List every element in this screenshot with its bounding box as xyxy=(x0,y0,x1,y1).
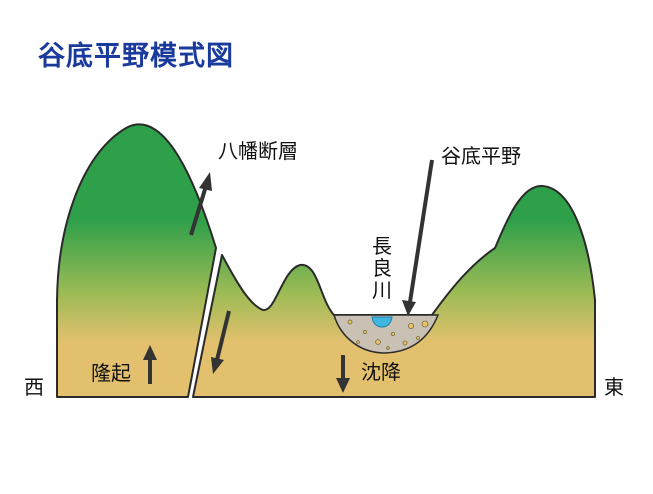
subsidence-arrow xyxy=(336,355,350,393)
fault-down-arrow xyxy=(211,310,231,374)
fault-uplift-arrow xyxy=(189,172,212,236)
uplift-arrow xyxy=(143,345,157,384)
west-label: 西 xyxy=(24,375,44,399)
west-mountain-block xyxy=(56,123,217,398)
uplift-label: 隆起 xyxy=(91,361,131,385)
east-label: 東 xyxy=(604,375,624,399)
valley-plain-pointer-arrow xyxy=(402,159,434,316)
sediment-pebbles xyxy=(347,319,429,350)
fault-label: 八幡断層 xyxy=(218,139,298,163)
subsidence-label: 沈降 xyxy=(361,360,401,384)
valley-plain-label: 谷底平野 xyxy=(441,144,521,168)
river-label: 長良川 xyxy=(372,234,392,302)
east-land-block xyxy=(192,184,596,398)
river-water xyxy=(371,316,393,328)
diagram-title: 谷底平野模式図 xyxy=(38,41,234,72)
